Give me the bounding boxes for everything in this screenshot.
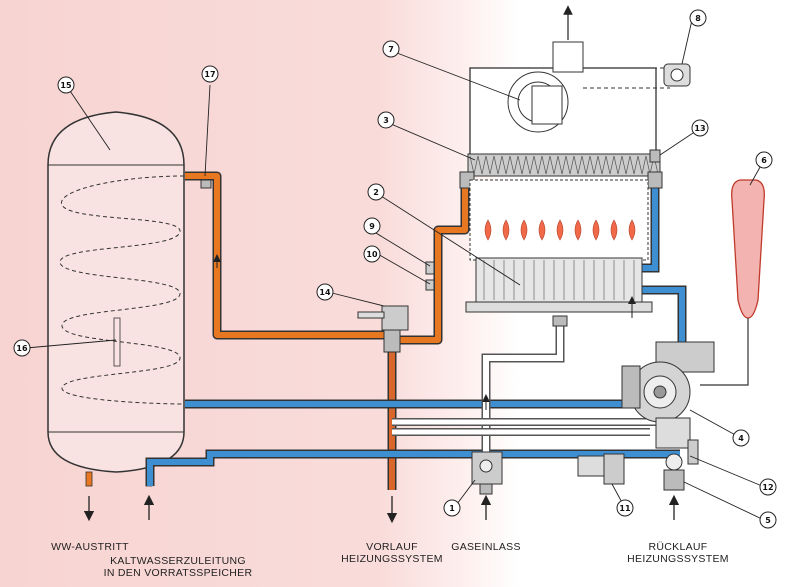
label-ruecklauf: RÜCKLAUF HEIZUNGSSYSTEM <box>618 541 738 565</box>
circulation-pump <box>621 341 715 449</box>
callout-13: 13 <box>694 124 705 133</box>
callout-3: 3 <box>383 116 389 125</box>
expansion-vessel <box>700 179 765 386</box>
label-ruecklauf-line2: HEIZUNGSSYSTEM <box>627 553 729 565</box>
callout-10: 10 <box>366 250 378 259</box>
callout-14: 14 <box>319 288 331 297</box>
callout-8: 8 <box>695 14 701 23</box>
callout-17: 17 <box>204 70 215 79</box>
boiler-casing <box>469 41 670 157</box>
callout-9: 9 <box>369 222 375 231</box>
callout-11: 11 <box>619 504 631 513</box>
label-ruecklauf-line1: RÜCKLAUF <box>648 541 708 553</box>
storage-tank <box>47 111 185 473</box>
label-ww-austritt: WW-AUSTRITT <box>40 541 140 553</box>
burner-flames <box>484 219 636 241</box>
callout-2: 2 <box>373 188 379 197</box>
gas-valve <box>471 451 503 495</box>
heat-exchanger <box>459 149 663 189</box>
heat-exchanger-coil <box>59 175 185 405</box>
label-kaltwasser-line1: KALTWASSERZULEITUNG <box>110 555 246 567</box>
callout-12: 12 <box>762 483 773 492</box>
label-gaseinlass-text: GASEINLASS <box>451 541 521 553</box>
label-vorlauf: VORLAUF HEIZUNGSSYSTEM <box>332 541 452 565</box>
gas-pipe <box>392 322 660 458</box>
burner <box>465 257 653 327</box>
diverter-valve <box>357 305 409 353</box>
label-vorlauf-line2: HEIZUNGSSYSTEM <box>341 553 443 565</box>
label-vorlauf-line1: VORLAUF <box>366 541 418 553</box>
callout-15: 15 <box>60 81 72 90</box>
callout-6: 6 <box>761 156 767 165</box>
callout-1: 1 <box>449 504 455 513</box>
callout-circles <box>13 9 777 529</box>
valve-assembly <box>577 439 699 491</box>
label-gaseinlass: GASEINLASS <box>446 541 526 553</box>
label-ww-austritt-text: WW-AUSTRITT <box>51 541 129 553</box>
connection-arrows <box>83 494 680 524</box>
callout-16: 16 <box>16 344 28 353</box>
callout-7: 7 <box>388 45 394 54</box>
label-kaltwasser-line2: IN DEN VORRATSSPEICHER <box>103 567 253 579</box>
callouts <box>25 19 765 521</box>
label-kaltwasserzuleitung: KALTWASSERZULEITUNG IN DEN VORRATSSPEICH… <box>88 555 268 579</box>
callout-5: 5 <box>765 516 771 525</box>
callout-4: 4 <box>738 434 744 443</box>
